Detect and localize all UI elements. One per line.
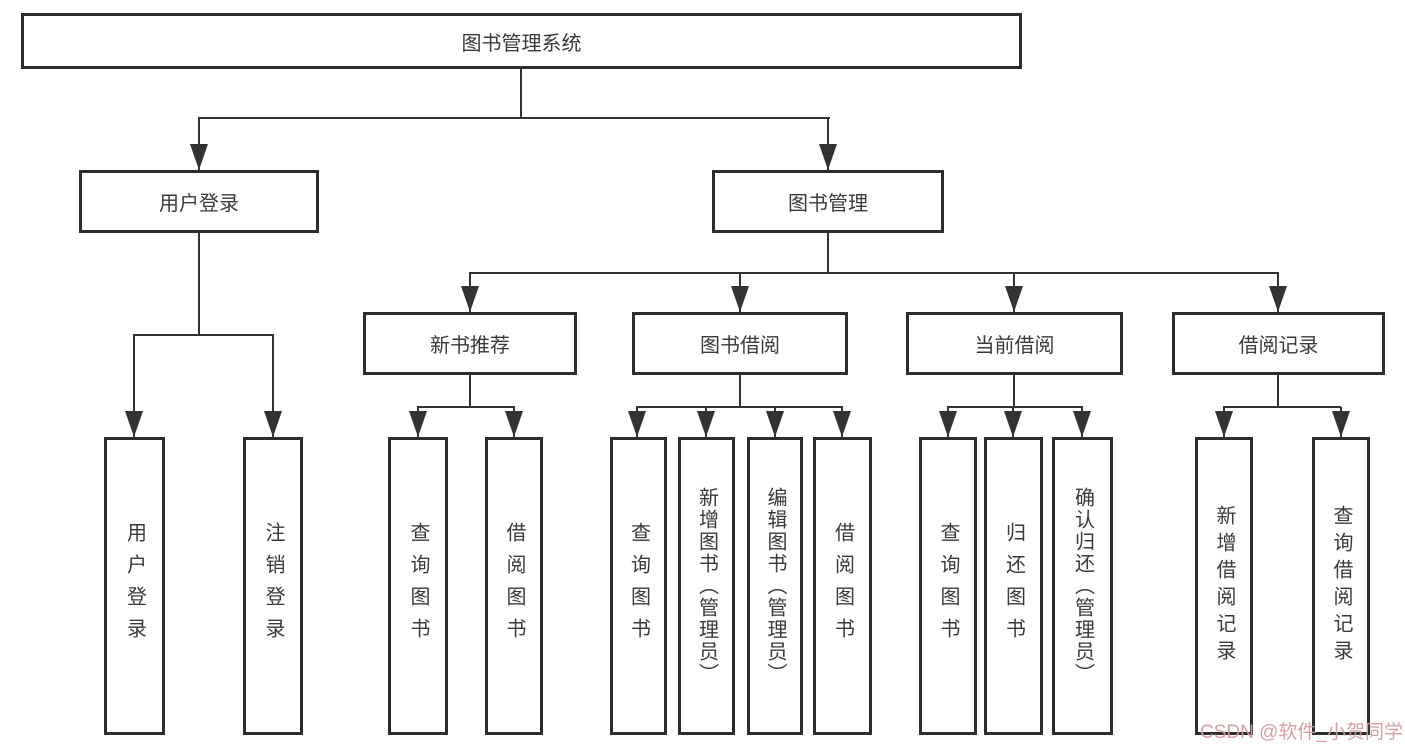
node-root-label: 图书管理系统 xyxy=(461,32,582,55)
arrow-down-icon xyxy=(461,286,479,312)
connector-borrow-split xyxy=(636,406,843,408)
node-leaf-recommend-query-book: 查询图书 xyxy=(388,437,448,735)
watermark-text: CSDN @软件_小贺同学 xyxy=(1200,722,1403,743)
connector-current-split xyxy=(947,406,1083,408)
node-book-borrow: 图书借阅 xyxy=(632,312,848,375)
connector-root-stem xyxy=(520,69,522,118)
node-borrow-records-label: 借阅记录 xyxy=(1238,335,1319,357)
arrow-down-icon xyxy=(409,411,427,437)
arrow-down-icon xyxy=(1269,286,1287,312)
arrow-down-icon xyxy=(766,411,784,437)
arrow-down-icon xyxy=(628,411,646,437)
arrow-down-icon xyxy=(1005,286,1023,312)
connector-records-split xyxy=(1223,406,1341,408)
arrow-down-icon xyxy=(190,144,208,170)
arrow-down-icon xyxy=(731,286,749,312)
node-book-borrow-label: 图书借阅 xyxy=(700,335,780,357)
arrow-down-icon xyxy=(1332,411,1350,437)
connector-level2-split xyxy=(198,117,830,119)
arrow-down-icon xyxy=(1215,411,1233,437)
arrow-down-icon xyxy=(505,411,523,437)
arrow-down-icon xyxy=(264,411,282,437)
node-leaf-add-borrow-record: 新增借阅记录 xyxy=(1195,437,1253,735)
connector-login-leaf1 xyxy=(133,335,135,437)
connector-login-split xyxy=(133,334,274,336)
node-leaf-logout: 注销登录 xyxy=(243,437,303,735)
node-current-borrow: 当前借阅 xyxy=(906,312,1123,375)
node-borrow-records: 借阅记录 xyxy=(1172,312,1385,375)
node-leaf-return-book: 归还图书 xyxy=(984,437,1043,735)
connector-level3-split xyxy=(469,272,1279,274)
node-leaf-add-book-admin: 新增图书（管理员） xyxy=(678,437,735,735)
node-new-book-recommend-label: 新书推荐 xyxy=(430,335,510,357)
node-leaf-recommend-borrow-book: 借阅图书 xyxy=(485,437,543,735)
node-user-login: 用户登录 xyxy=(79,170,319,233)
connector-recommend-stem xyxy=(469,375,471,407)
arrow-down-icon xyxy=(1073,411,1091,437)
connector-records-stem xyxy=(1277,375,1279,407)
node-leaf-user-login: 用户登录 xyxy=(104,437,165,735)
arrow-down-icon xyxy=(833,411,851,437)
node-book-management-label: 图书管理 xyxy=(788,193,868,215)
connector-mgmt-stem xyxy=(827,233,829,273)
node-leaf-edit-book-admin: 编辑图书（管理员） xyxy=(747,437,803,735)
node-leaf-confirm-return-admin: 确认归还（管理员） xyxy=(1052,437,1113,735)
arrow-down-icon xyxy=(939,411,957,437)
arrow-down-icon xyxy=(697,411,715,437)
arrow-down-icon xyxy=(125,411,143,437)
connector-borrow-stem xyxy=(739,375,741,407)
node-leaf-query-borrow-record: 查询借阅记录 xyxy=(1312,437,1370,735)
node-user-login-label: 用户登录 xyxy=(159,193,239,215)
connector-login-leaf2 xyxy=(272,335,274,437)
node-root: 图书管理系统 xyxy=(21,13,1022,69)
connector-recommend-split xyxy=(417,406,515,408)
arrow-down-icon xyxy=(819,144,837,170)
node-leaf-current-query-book: 查询图书 xyxy=(919,437,977,735)
node-book-management: 图书管理 xyxy=(712,170,944,233)
node-leaf-borrow-book: 借阅图书 xyxy=(813,437,872,735)
connector-login-stem xyxy=(198,233,200,335)
node-new-book-recommend: 新书推荐 xyxy=(363,312,577,375)
node-current-borrow-label: 当前借阅 xyxy=(974,335,1055,357)
arrow-down-icon xyxy=(1004,411,1022,437)
node-leaf-borrow-query-book: 查询图书 xyxy=(610,437,667,735)
connector-current-stem xyxy=(1013,375,1015,407)
